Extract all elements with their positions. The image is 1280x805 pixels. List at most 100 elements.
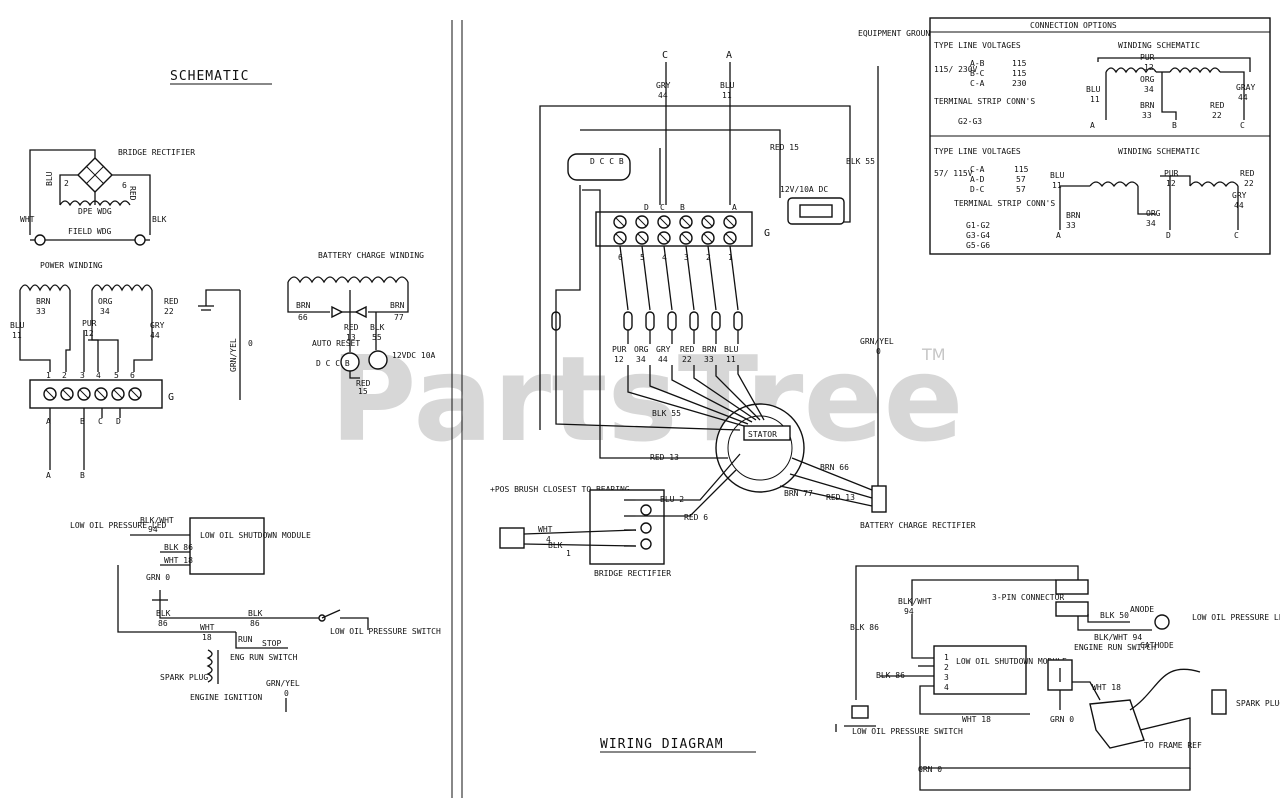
field-wdg-label: FIELD WDG <box>68 227 112 236</box>
lo-pin-3: 3 <box>944 673 949 682</box>
strip-screw-slot <box>637 233 647 243</box>
lo-wire-94 <box>911 579 1056 606</box>
stator-lead-upper <box>619 245 629 311</box>
lo-cathode: CATHODE <box>1140 641 1174 650</box>
dc-fuse <box>368 350 388 370</box>
s1-v-1: 115 <box>1012 59 1027 68</box>
field-2: 2 <box>64 179 69 188</box>
s2-v-3: 57 <box>1016 185 1026 194</box>
field-wire-top <box>29 149 96 235</box>
sch-blk-wht: BLK/WHT <box>140 516 174 525</box>
s1-winding-schematic: WINDING SCHEMATIC <box>1118 41 1200 50</box>
dpe-winding-coil <box>59 200 131 207</box>
sch-grn-yel-num: 0 <box>248 339 253 348</box>
lead-33: 33 <box>704 355 714 364</box>
s2-22: 22 <box>1244 179 1254 188</box>
lo-wht-18: WHT 18 <box>962 715 991 724</box>
sch-run-wire <box>235 632 250 649</box>
connection-options: CONNECTION OPTIONS TYPE LINE VOLTAGES WI… <box>929 17 1271 255</box>
terminal-screw-slot <box>79 389 89 399</box>
term-3: 3 <box>80 371 85 380</box>
s2-33: 33 <box>1066 221 1076 230</box>
s2-12: 12 <box>1166 179 1176 188</box>
bcw-15: 15 <box>358 387 368 396</box>
strip-screw-slot <box>703 217 713 227</box>
s2-letter-d: D <box>1166 231 1171 240</box>
bcw-red-15: RED <box>356 379 371 388</box>
term-letter-d: D <box>116 417 121 426</box>
lead-12: 12 <box>614 355 624 364</box>
wir-blk-55-lower: BLK 55 <box>652 409 681 418</box>
auto-reset: AUTO RESET <box>312 339 360 348</box>
term-4: 4 <box>96 371 101 380</box>
sch-wht-18: WHT 18 <box>164 556 193 565</box>
pw-coil-2 <box>91 284 153 292</box>
field-6: 6 <box>122 181 127 190</box>
s1-coil-2 <box>1169 67 1221 74</box>
schematic-title: SCHEMATIC <box>170 69 249 84</box>
pw-34: 34 <box>100 307 110 316</box>
wir-red-15: RED 15 <box>770 143 799 152</box>
term-2: 2 <box>62 371 67 380</box>
lo-blk-wht: BLK/WHT <box>898 597 932 606</box>
wir-red-13-right: RED 13 <box>826 493 855 502</box>
stator-inner <box>727 415 793 481</box>
lo-pressure-switch <box>851 705 869 719</box>
wir-brn-77: BRN 77 <box>784 489 813 498</box>
strip-screw-slot <box>615 217 625 227</box>
field-wire-left <box>59 174 78 205</box>
brn-77-wire <box>789 473 873 499</box>
stator-lead-12 <box>627 365 745 427</box>
term-letter-b: B <box>80 417 85 426</box>
s1-pair-1: A-B <box>970 59 985 68</box>
stator-lead-34 <box>649 365 749 425</box>
red-13-right-wire <box>779 485 873 507</box>
terminal-screw-slot <box>45 389 55 399</box>
terminal-screw-slot <box>96 389 106 399</box>
sch-blk: BLK <box>156 609 171 618</box>
ground-wire <box>205 289 240 306</box>
lo-spark-lead <box>1129 668 1201 711</box>
lead-pur: PUR <box>612 345 627 354</box>
lo-pin-4: 4 <box>944 683 949 692</box>
bcw-brn-1: BRN <box>296 301 311 310</box>
strip-6: 6 <box>618 253 623 262</box>
pw-red: RED <box>164 297 179 306</box>
s2-voltage: 57/ 115V <box>934 169 973 178</box>
s1-11: 11 <box>1090 95 1100 104</box>
terminal-g: G <box>168 392 174 403</box>
s2-pair-3: D-C <box>970 185 985 194</box>
s2-type-line: TYPE LINE VOLTAGES <box>934 147 1021 156</box>
s2-letter-c: C <box>1234 231 1239 240</box>
strip-3: 3 <box>684 253 689 262</box>
bcw-77: 77 <box>394 313 404 322</box>
pw-pur: PUR <box>82 319 97 328</box>
s1-blu: BLU <box>1086 85 1101 94</box>
lead-11: 11 <box>722 91 732 100</box>
wir-brush-wht-4: 4 <box>546 535 551 544</box>
sch-wire-blk86 <box>159 590 320 619</box>
s2-pur: PUR <box>1164 169 1179 178</box>
red-13-wire <box>599 260 728 459</box>
s1-org: ORG <box>1140 75 1155 84</box>
wir-brush-blk: BLK <box>548 541 563 550</box>
blk-label: BLK <box>152 215 167 224</box>
strip-screw-slot <box>725 233 735 243</box>
term-6: 6 <box>130 371 135 380</box>
field-wire-right <box>112 174 151 235</box>
breaker-left-wire <box>555 185 581 330</box>
lo-ignition-module <box>1089 699 1145 749</box>
s1-letter-c: C <box>1240 121 1245 130</box>
s1-brn: BRN <box>1140 101 1155 110</box>
three-pin-bottom <box>1055 601 1089 617</box>
lo-spark-plug-label: SPARK PLUG <box>1236 699 1280 708</box>
sch-blk-2: BLK <box>248 609 263 618</box>
sch-wire-grn <box>117 565 236 633</box>
s1-pair-2: B-C <box>970 69 985 78</box>
sch-eng-grn-yel-0: 0 <box>284 689 289 698</box>
lead-a-letter: A <box>726 50 732 61</box>
strip-1: 1 <box>728 253 733 262</box>
s1-wire-c <box>1220 71 1245 120</box>
pw-12: 12 <box>84 329 94 338</box>
